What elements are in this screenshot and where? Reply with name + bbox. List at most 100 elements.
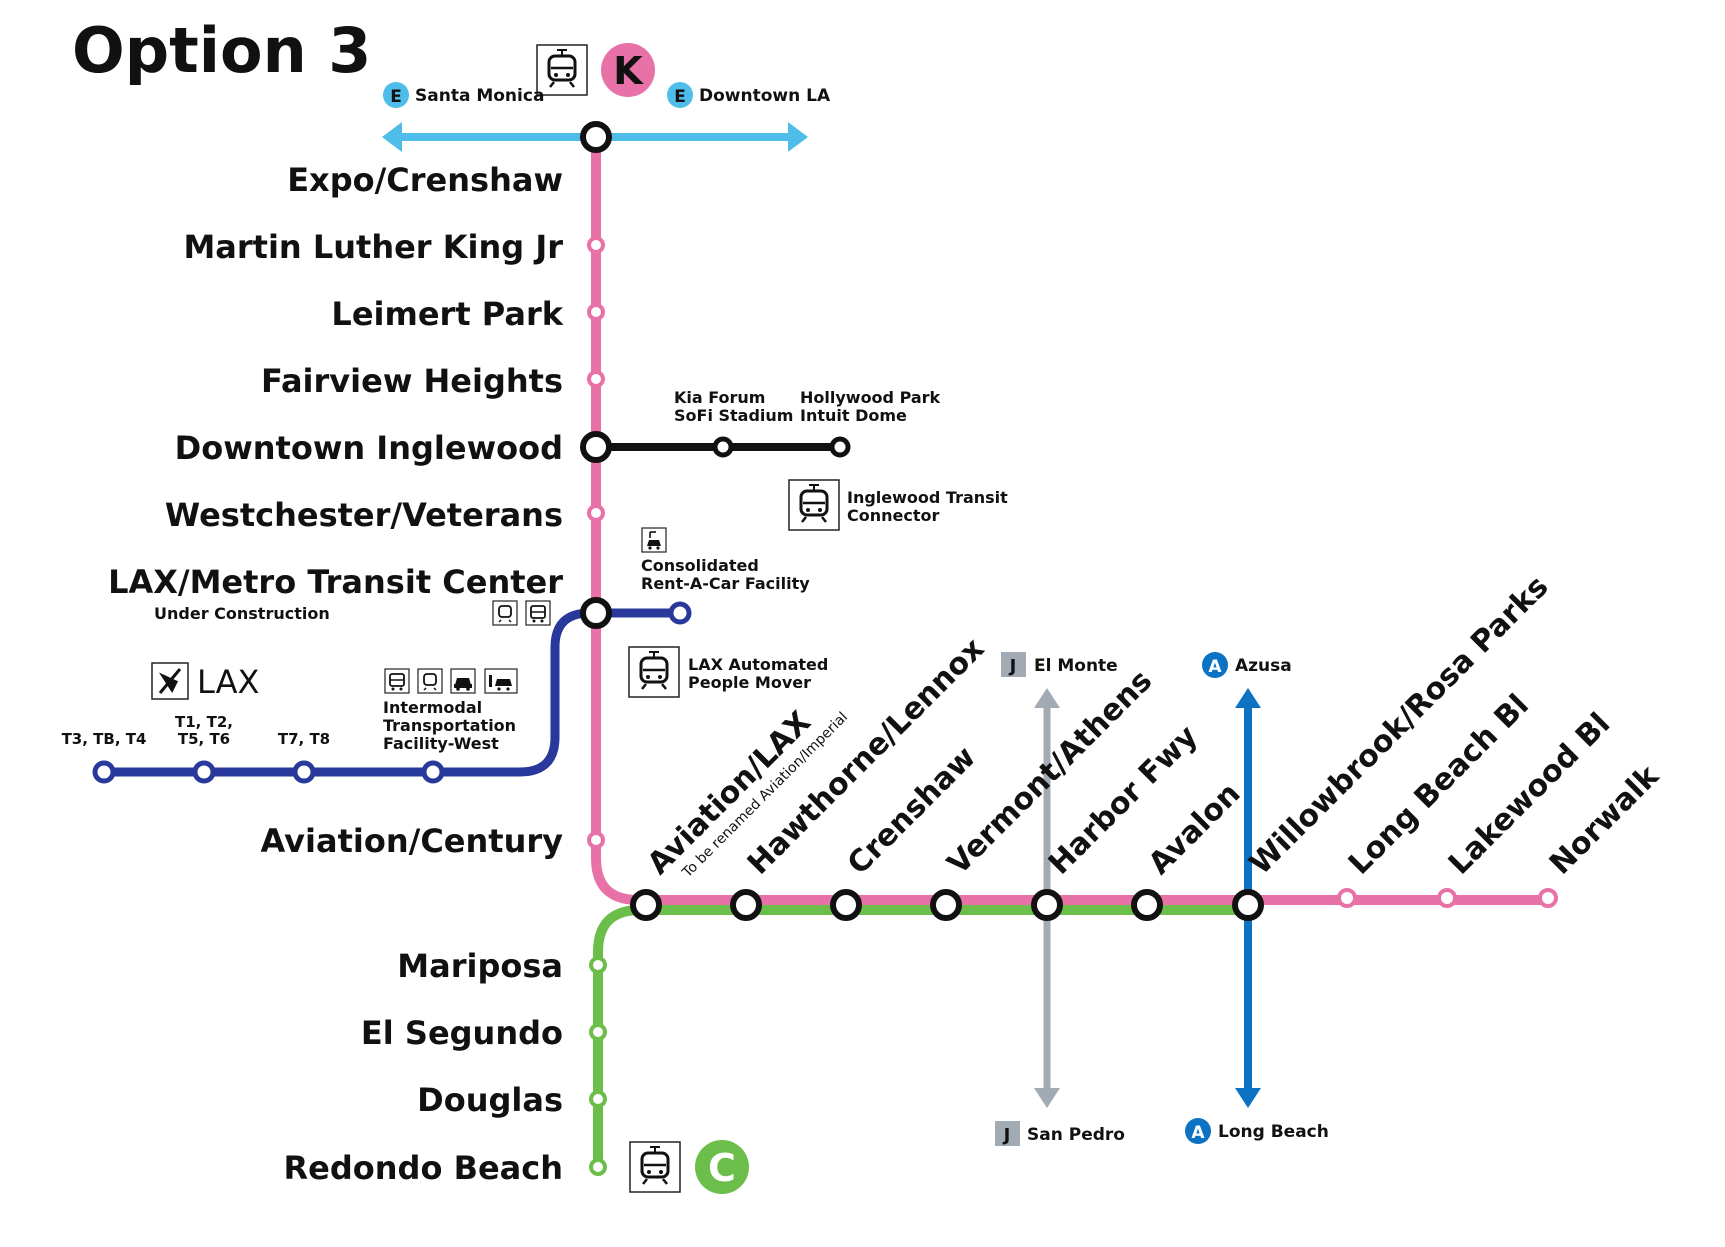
a-line-south-arrow bbox=[1235, 1088, 1261, 1108]
station-label-long-beach-bl: Long Beach Bl bbox=[1342, 688, 1536, 882]
c-line-badge-letter: C bbox=[708, 1146, 736, 1190]
itf-car-icon bbox=[450, 668, 476, 694]
lax-tc-train-icon bbox=[492, 600, 518, 626]
station-dot-mlk[interactable] bbox=[587, 236, 605, 254]
e-line-west-arrow bbox=[382, 122, 402, 152]
station-label-redondo-beach: Redondo Beach bbox=[284, 1149, 563, 1187]
lax-label: LAX bbox=[197, 663, 259, 701]
intuit-dome-label: Intuit Dome bbox=[800, 406, 907, 425]
people-mover-line bbox=[103, 608, 680, 777]
stop-label-t1-t2: T1, T2, bbox=[175, 713, 233, 731]
station-dot-douglas[interactable] bbox=[589, 1090, 607, 1108]
inglewood-connector-label-2: Connector bbox=[847, 506, 939, 525]
e-line-badge-west-letter: E bbox=[390, 87, 402, 107]
j-line-north-terminus: El Monte bbox=[1034, 656, 1118, 676]
station-dot-rental-car[interactable] bbox=[668, 601, 692, 625]
stop-label-t3-tb-t4: T3, TB, T4 bbox=[62, 730, 147, 748]
rental-car-icon bbox=[641, 527, 667, 553]
station-dot-kia-forum[interactable] bbox=[712, 436, 734, 458]
a-line-badge-north-letter: A bbox=[1208, 657, 1222, 677]
station-label-leimert-park: Leimert Park bbox=[331, 295, 563, 333]
a-line-badge-north bbox=[1202, 652, 1228, 678]
itf-rental-icon bbox=[484, 668, 518, 694]
j-line-badge-north bbox=[1001, 652, 1026, 677]
kia-forum-label: Kia Forum bbox=[674, 388, 765, 407]
page-title: Option 3 bbox=[72, 14, 371, 87]
station-dot-t7-t8[interactable] bbox=[292, 760, 316, 784]
lax-tc-bus-icon bbox=[525, 600, 551, 626]
e-line-badge-west bbox=[383, 82, 409, 108]
people-mover-label-2: People Mover bbox=[688, 673, 811, 692]
itf-label-2: Transportation bbox=[383, 716, 516, 735]
station-dot-fairview-heights[interactable] bbox=[587, 370, 605, 388]
station-label-mariposa: Mariposa bbox=[397, 947, 563, 985]
j-line-north-arrow bbox=[1034, 688, 1060, 708]
c-line-train-icon bbox=[628, 1140, 682, 1194]
station-dot-lakewood-bl[interactable] bbox=[1437, 888, 1457, 908]
a-line-north-terminus: Azusa bbox=[1235, 656, 1292, 676]
j-line-south-arrow bbox=[1034, 1088, 1060, 1108]
people-mover-icon bbox=[627, 645, 681, 699]
e-line-badge-east-letter: E bbox=[674, 87, 686, 107]
station-label-avalon: Avalon bbox=[1142, 776, 1248, 882]
e-line-badge-east bbox=[667, 82, 693, 108]
itf-bus-icon bbox=[384, 668, 410, 694]
people-mover-label-1: LAX Automated bbox=[688, 655, 828, 674]
station-dot-el-segundo[interactable] bbox=[589, 1023, 607, 1041]
station-dot-redondo-beach[interactable] bbox=[589, 1158, 607, 1176]
a-line-south-terminus: Long Beach bbox=[1218, 1122, 1329, 1142]
station-dot-itf-west[interactable] bbox=[421, 760, 445, 784]
a-line-badge-south bbox=[1185, 1118, 1211, 1144]
station-dot-hollywood-park[interactable] bbox=[829, 436, 851, 458]
c-line bbox=[593, 905, 1246, 1167]
station-dot-mariposa[interactable] bbox=[589, 956, 607, 974]
airplane-icon bbox=[151, 662, 189, 700]
station-dot-hawthorne-lennox[interactable] bbox=[730, 889, 762, 921]
station-dot-t3-tb-t4[interactable] bbox=[92, 760, 116, 784]
station-label-westchester-veterans: Westchester/Veterans bbox=[165, 496, 563, 534]
station-dot-downtown-inglewood[interactable] bbox=[580, 431, 612, 463]
station-dot-westchester-veterans[interactable] bbox=[587, 504, 605, 522]
station-dot-aviation-lax[interactable] bbox=[630, 889, 662, 921]
station-label-fairview-heights: Fairview Heights bbox=[261, 362, 563, 400]
station-dot-avalon[interactable] bbox=[1131, 889, 1163, 921]
station-dot-willowbrook[interactable] bbox=[1232, 889, 1264, 921]
a-line-north-arrow bbox=[1235, 688, 1261, 708]
station-label-downtown-inglewood: Downtown Inglewood bbox=[175, 429, 563, 467]
itf-label-3: Facility-West bbox=[383, 734, 499, 753]
j-line-south-terminus: San Pedro bbox=[1027, 1125, 1125, 1145]
rental-car-label-1: Consolidated bbox=[641, 556, 759, 575]
k-line-train-icon bbox=[535, 43, 589, 97]
k-line-badge bbox=[601, 43, 655, 97]
station-dot-lax-metro-transit-center[interactable] bbox=[580, 597, 612, 629]
inglewood-connector-label-1: Inglewood Transit bbox=[847, 488, 1008, 507]
station-label-el-segundo: El Segundo bbox=[361, 1014, 563, 1052]
itf-label-1: Intermodal bbox=[383, 698, 482, 717]
station-dot-leimert-park[interactable] bbox=[587, 303, 605, 321]
station-note-under-construction: Under Construction bbox=[154, 604, 330, 623]
stop-label-t7-t8: T7, T8 bbox=[278, 730, 330, 748]
c-line-badge bbox=[695, 1140, 749, 1194]
sofi-stadium-label: SoFi Stadium bbox=[674, 406, 793, 425]
station-dot-expo-crenshaw[interactable] bbox=[580, 121, 612, 153]
station-dot-long-beach-bl[interactable] bbox=[1337, 888, 1357, 908]
station-dot-crenshaw[interactable] bbox=[830, 889, 862, 921]
j-line-badge-south bbox=[995, 1121, 1020, 1146]
station-label-mlk: Martin Luther King Jr bbox=[183, 228, 563, 266]
inglewood-connector-icon bbox=[787, 478, 841, 532]
j-line-badge-south-letter: J bbox=[1002, 1125, 1011, 1146]
itf-train-icon bbox=[417, 668, 443, 694]
station-label-expo-crenshaw: Expo/Crenshaw bbox=[287, 161, 563, 199]
a-line-badge-south-letter: A bbox=[1191, 1123, 1205, 1143]
station-dot-aviation-century[interactable] bbox=[587, 831, 605, 849]
station-dot-norwalk[interactable] bbox=[1538, 888, 1558, 908]
station-dot-harbor-fwy[interactable] bbox=[1031, 889, 1063, 921]
station-dot-vermont-athens[interactable] bbox=[930, 889, 962, 921]
stop-label-t5-t6: T5, T6 bbox=[178, 730, 230, 748]
e-line-east-arrow bbox=[788, 122, 808, 152]
station-label-aviation-century: Aviation/Century bbox=[261, 822, 564, 860]
station-dot-t1-t2[interactable] bbox=[192, 760, 216, 784]
station-label-lax-metro-transit-center: LAX/Metro Transit Center bbox=[108, 563, 563, 601]
k-line-badge-letter: K bbox=[613, 49, 644, 93]
hollywood-park-label: Hollywood Park bbox=[800, 388, 941, 407]
